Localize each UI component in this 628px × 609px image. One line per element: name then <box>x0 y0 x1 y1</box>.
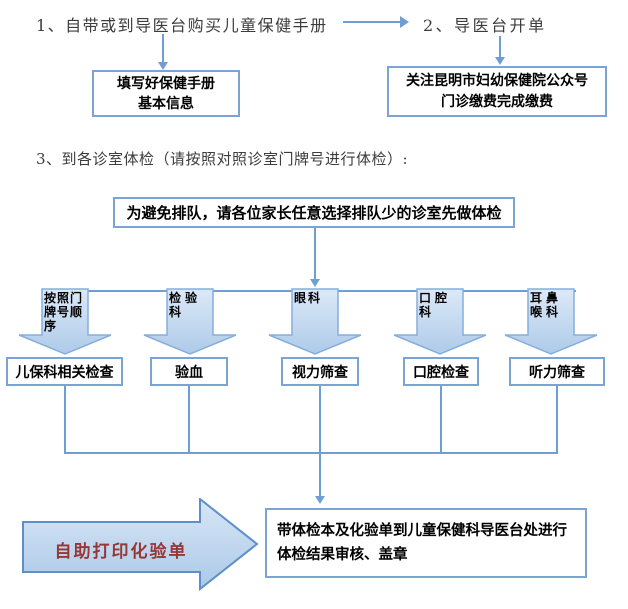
result-text-5: 听力筛查 <box>529 364 585 381</box>
down-arrow-icon <box>158 62 168 70</box>
pay-line1: 关注昆明市妇幼保健院公众号 <box>406 72 588 89</box>
collector-line-2 <box>188 386 190 454</box>
dept-arrow-2: 检验科 <box>142 288 238 356</box>
dept-arrow-5: 耳鼻喉科 <box>503 288 599 356</box>
fill-manual-line1: 填写好保健手册 <box>117 75 215 92</box>
result-text-1: 儿保科相关检查 <box>15 364 114 381</box>
block-down-arrow-icon <box>504 288 598 355</box>
fill-manual-box: 填写好保健手册 基本信息 <box>92 70 240 117</box>
result-box-2: 验血 <box>150 357 228 386</box>
result-box-4: 口腔检查 <box>403 357 479 386</box>
pay-box: 关注昆明市妇幼保健院公众号 门诊缴费完成缴费 <box>387 66 607 117</box>
collector-line-3 <box>319 386 321 454</box>
result-box-3: 视力筛查 <box>281 357 359 386</box>
result-text-4: 口腔检查 <box>413 364 469 381</box>
step1-down-line <box>162 34 164 63</box>
step1-heading: 1、自带或到导医台购买儿童保健手册 <box>36 16 328 35</box>
block-down-arrow-icon <box>143 288 237 355</box>
final-review-text: 带体检本及化验单到儿童保健科导医台处进行体检结果审核、盖章 <box>277 523 567 563</box>
notice-down-line <box>314 228 316 280</box>
step2-down-line <box>499 36 501 58</box>
result-box-1: 儿保科相关检查 <box>6 357 123 386</box>
step1-to-step2-line <box>343 21 401 23</box>
final-review-box: 带体检本及化验单到儿童保健科导医台处进行体检结果审核、盖章 <box>265 508 587 578</box>
dept-label-1: 按照门牌号顺序 <box>44 291 84 333</box>
print-arrow-label: 自助打印化验单 <box>54 542 188 562</box>
right-arrow-icon <box>400 16 409 28</box>
collector-line-5 <box>556 386 558 454</box>
dept-label-5: 耳鼻喉科 <box>530 291 563 319</box>
dept-label-3: 眼科 <box>294 291 323 305</box>
down-arrow-icon <box>315 496 325 504</box>
result-box-5: 听力筛查 <box>509 357 605 386</box>
down-arrow-icon <box>495 57 505 65</box>
collector-line-1 <box>64 386 66 454</box>
dept-arrow-1: 按照门牌号顺序 <box>17 288 113 356</box>
queue-notice-text: 为避免排队，请各位家长任意选择排队少的诊室先做体检 <box>126 204 502 222</box>
down-arrow-icon <box>310 279 320 287</box>
step3-heading: 3、到各诊室体检（请按照对照诊室门牌号进行体检）: <box>36 150 409 168</box>
block-down-arrow-icon <box>268 288 362 355</box>
result-text-3: 视力筛查 <box>292 364 348 381</box>
pay-line2: 门诊缴费完成缴费 <box>441 93 553 110</box>
step2-heading: 2、导医台开单 <box>423 16 547 35</box>
collector-line-4 <box>440 386 442 454</box>
bottom-connector-line <box>64 452 558 454</box>
final-down-line <box>319 452 321 497</box>
fill-manual-line2: 基本信息 <box>138 95 194 112</box>
result-text-2: 验血 <box>175 364 203 381</box>
print-block-arrow-icon <box>22 498 259 591</box>
block-down-arrow-icon <box>393 288 487 355</box>
dept-arrow-4: 口腔科 <box>392 288 488 356</box>
dept-arrow-3: 眼科 <box>267 288 363 356</box>
block-down-arrow-icon <box>18 288 112 355</box>
dept-label-2: 检验科 <box>169 291 202 319</box>
queue-notice-box: 为避免排队，请各位家长任意选择排队少的诊室先做体检 <box>113 197 515 228</box>
dept-label-4: 口腔科 <box>419 291 452 319</box>
